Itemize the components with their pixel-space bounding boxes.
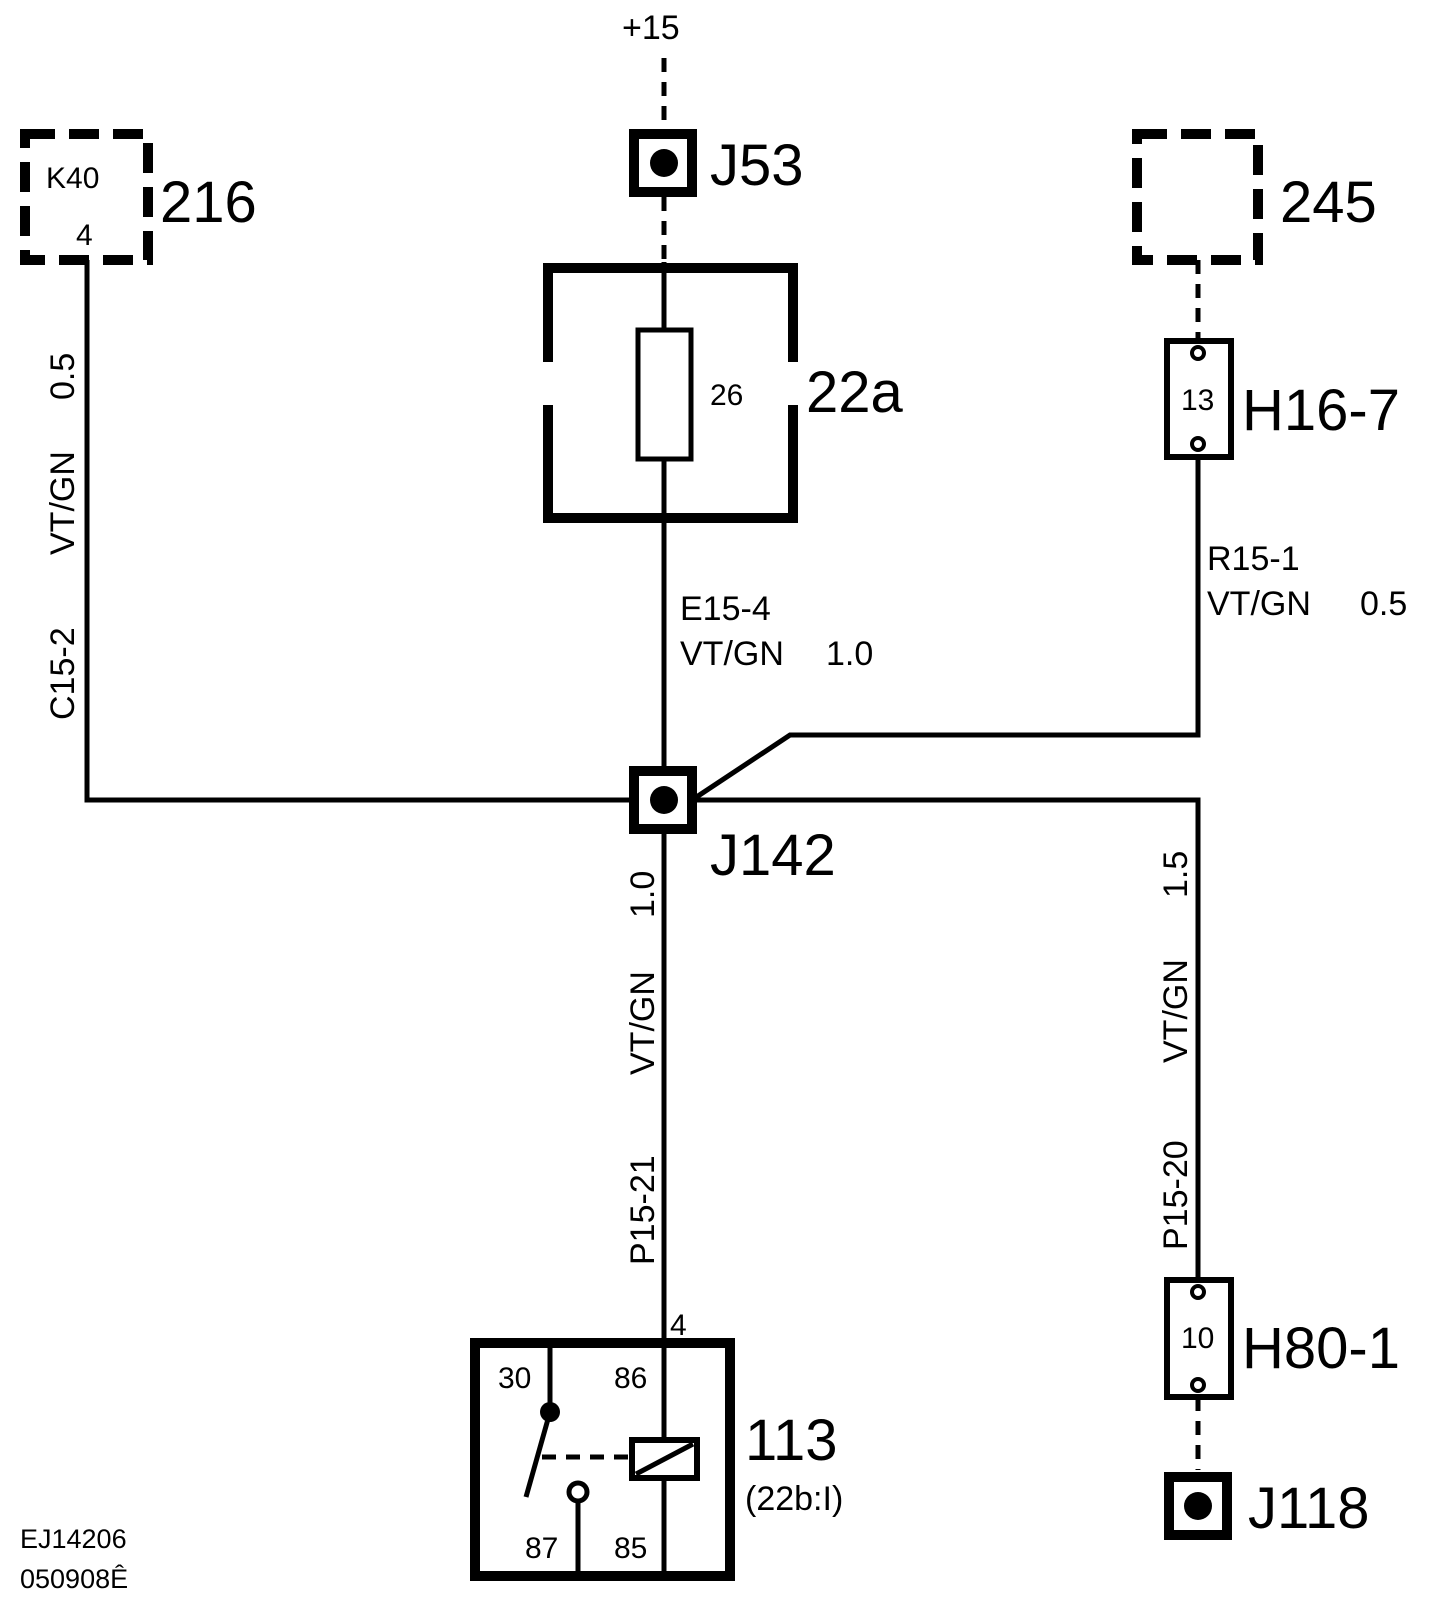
connector-j142-label: J142: [710, 823, 836, 888]
footer-reference-1: EJ14206: [20, 1524, 127, 1554]
wire-p15-21-id: P15-21: [624, 1155, 662, 1265]
wire-e15-4-spec: VT/GN: [680, 635, 784, 673]
wire-r15-1-size: 0.5: [1360, 585, 1407, 623]
wire-c15-2-id: C15-2: [44, 627, 82, 720]
fuse-box-22a[interactable]: [543, 263, 798, 523]
fuse-26[interactable]: [635, 327, 694, 462]
relay-label: 113: [745, 1408, 837, 1473]
component-216-pin: 4: [76, 219, 93, 252]
relay-connector-pin: 4: [670, 1309, 687, 1342]
component-216-label: 216: [160, 170, 257, 235]
wire-p15-20-size: 1.5: [1157, 851, 1195, 898]
wire-p15-20: [692, 797, 1201, 1280]
wire-r15-1-id: R15-1: [1207, 540, 1300, 578]
fuse-box-label: 22a: [806, 360, 904, 425]
wire-c15-2: [84, 260, 634, 803]
component-216-connector: K40: [46, 162, 99, 195]
relay-sublabel: (22b:I): [745, 1480, 843, 1518]
relay-113-box[interactable]: [470, 1338, 735, 1581]
wire-p15-21-size: 1.0: [624, 871, 662, 918]
wire-r15-1: [690, 457, 1201, 803]
connector-j142[interactable]: [629, 766, 697, 834]
relay-pin-87: 87: [525, 1532, 558, 1565]
relay-switch-blade: [523, 1411, 553, 1498]
component-245-box[interactable]: [1132, 129, 1263, 265]
connector-h16-7-label: H16-7: [1242, 378, 1400, 443]
relay-pin-87-contact: [566, 1480, 590, 1504]
connector-j118-label: J118: [1248, 1476, 1369, 1541]
relay-pin-30: 30: [498, 1362, 531, 1395]
wire-p15-21-spec: VT/GN: [624, 971, 662, 1075]
wire-c15-2-size: 0.5: [44, 353, 82, 400]
fuse-number: 26: [710, 379, 743, 412]
connector-h80-1-pin: 10: [1181, 1322, 1214, 1355]
footer-reference-2: 050908Ê: [20, 1563, 128, 1594]
component-245-label: 245: [1280, 170, 1377, 235]
relay-pin-86: 86: [614, 1362, 647, 1395]
connector-j118[interactable]: [1164, 1472, 1232, 1540]
relay-coil-slash: [634, 1441, 695, 1477]
wire-c15-2-spec: VT/GN: [44, 451, 82, 555]
supply-label: +15: [622, 9, 680, 47]
wire-r15-1-spec: VT/GN: [1207, 585, 1311, 623]
wire-p15-20-id: P15-20: [1157, 1140, 1195, 1250]
connector-j53[interactable]: [629, 129, 697, 197]
wire-e15-4-id: E15-4: [680, 590, 771, 628]
relay-pin-85: 85: [614, 1532, 647, 1565]
connector-h16-7-pin: 13: [1181, 384, 1214, 417]
wire-p15-20-spec: VT/GN: [1157, 959, 1195, 1063]
connector-j53-label: J53: [710, 133, 804, 198]
connector-h80-1-label: H80-1: [1242, 1316, 1400, 1381]
wire-e15-4-size: 1.0: [826, 635, 873, 673]
